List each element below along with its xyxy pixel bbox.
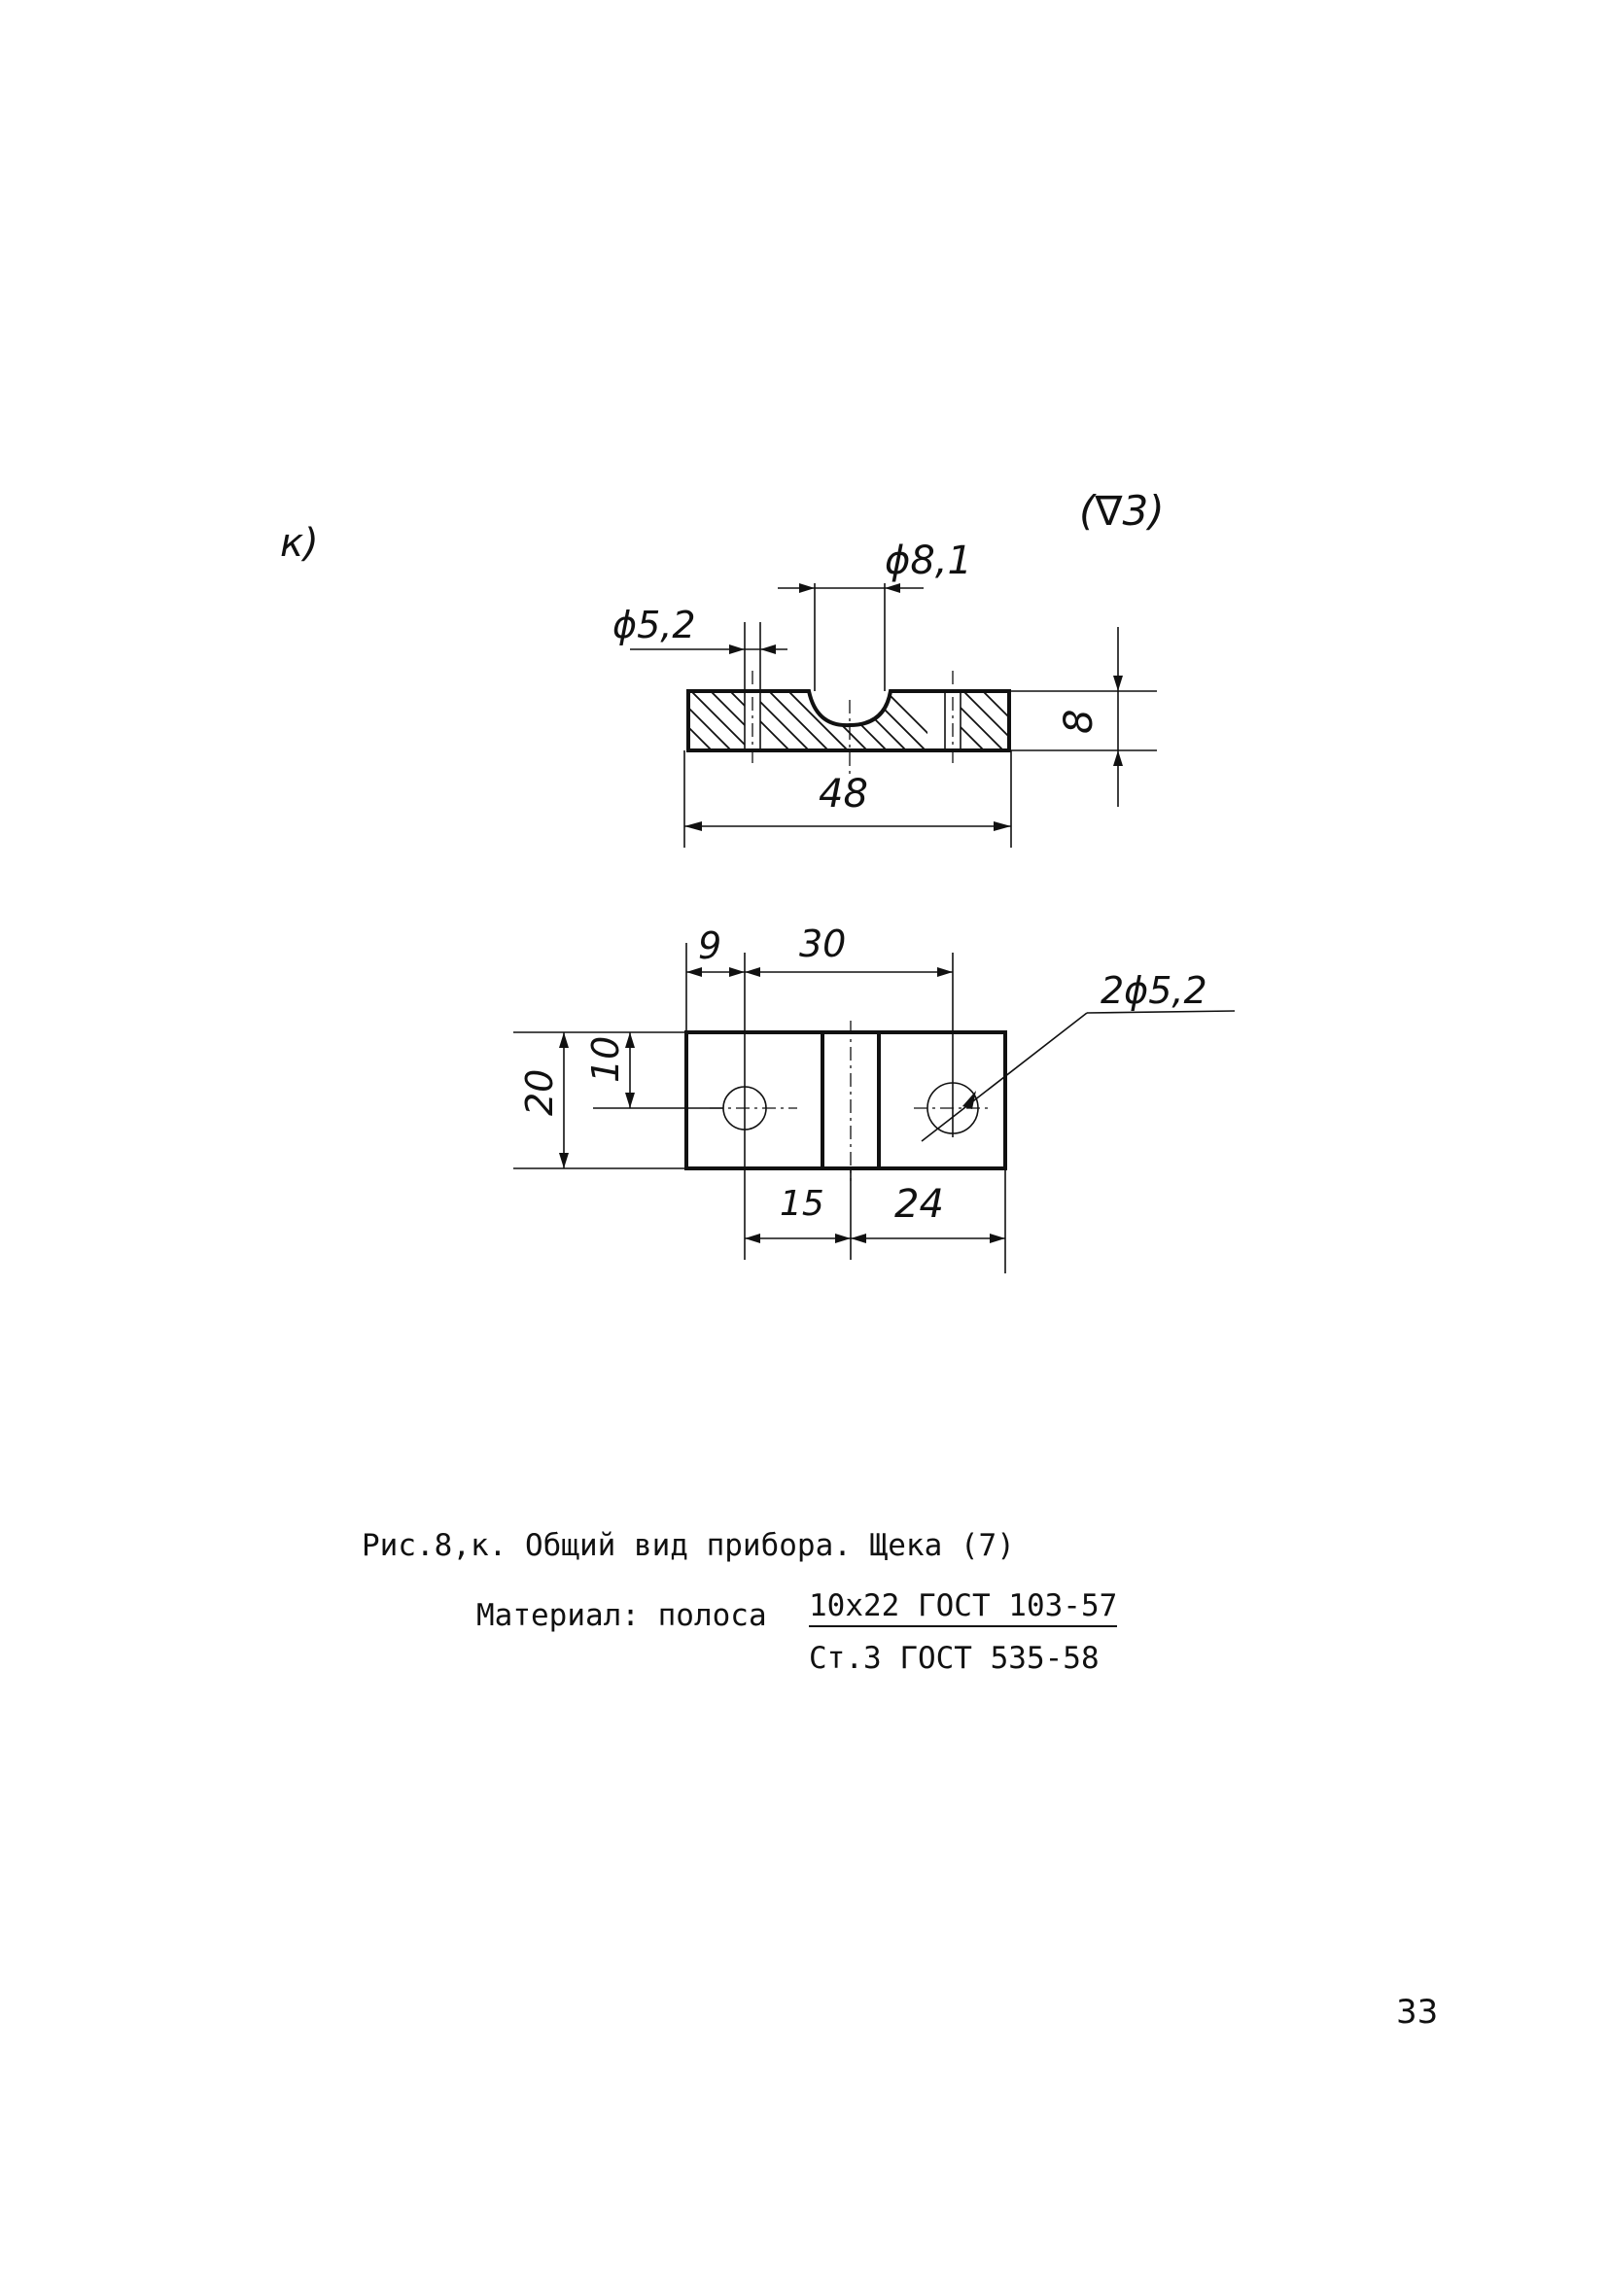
- roughness-symbol: (∇3): [1079, 487, 1165, 535]
- dim-width-20: 20: [518, 1069, 561, 1116]
- dim-length-48: 48: [819, 772, 868, 817]
- material-label: Материал: полоса: [476, 1598, 767, 1633]
- material-numerator: 10x22 ГОСТ 103-57: [809, 1588, 1118, 1627]
- dim-holes-callout: 2ϕ5,2: [1101, 969, 1207, 1012]
- dim-spacing-30: 30: [799, 922, 846, 965]
- dim-offset-15: 15: [780, 1184, 824, 1224]
- hatch-right: [961, 693, 1007, 748]
- material-denominator: Ст.3 ГОСТ 535-58: [809, 1641, 1100, 1676]
- plan-view: 9 30 2ϕ5,2 20 10 15 24: [513, 922, 1236, 1273]
- section-view: ϕ8,1 ϕ5,2 48 8: [612, 539, 1157, 848]
- section-outline: [686, 689, 1011, 752]
- dim-thickness-8: 8: [1057, 710, 1101, 734]
- page-number: 33: [1396, 1993, 1439, 2032]
- slot-outline: [814, 583, 886, 691]
- dim-hole-diameter: ϕ5,2: [612, 604, 696, 646]
- dim-slot-diameter: ϕ8,1: [885, 539, 972, 583]
- plan-outline: [684, 1030, 1007, 1170]
- dim-offset-24: 24: [894, 1182, 944, 1227]
- figure-label: к): [280, 521, 319, 566]
- dim-offset-9: 9: [698, 924, 721, 967]
- hatch-left: [690, 693, 745, 748]
- figure-caption: Рис.8,к. Общий вид прибора. Щека (7): [362, 1528, 1015, 1563]
- dim-offset-10: 10: [584, 1036, 627, 1083]
